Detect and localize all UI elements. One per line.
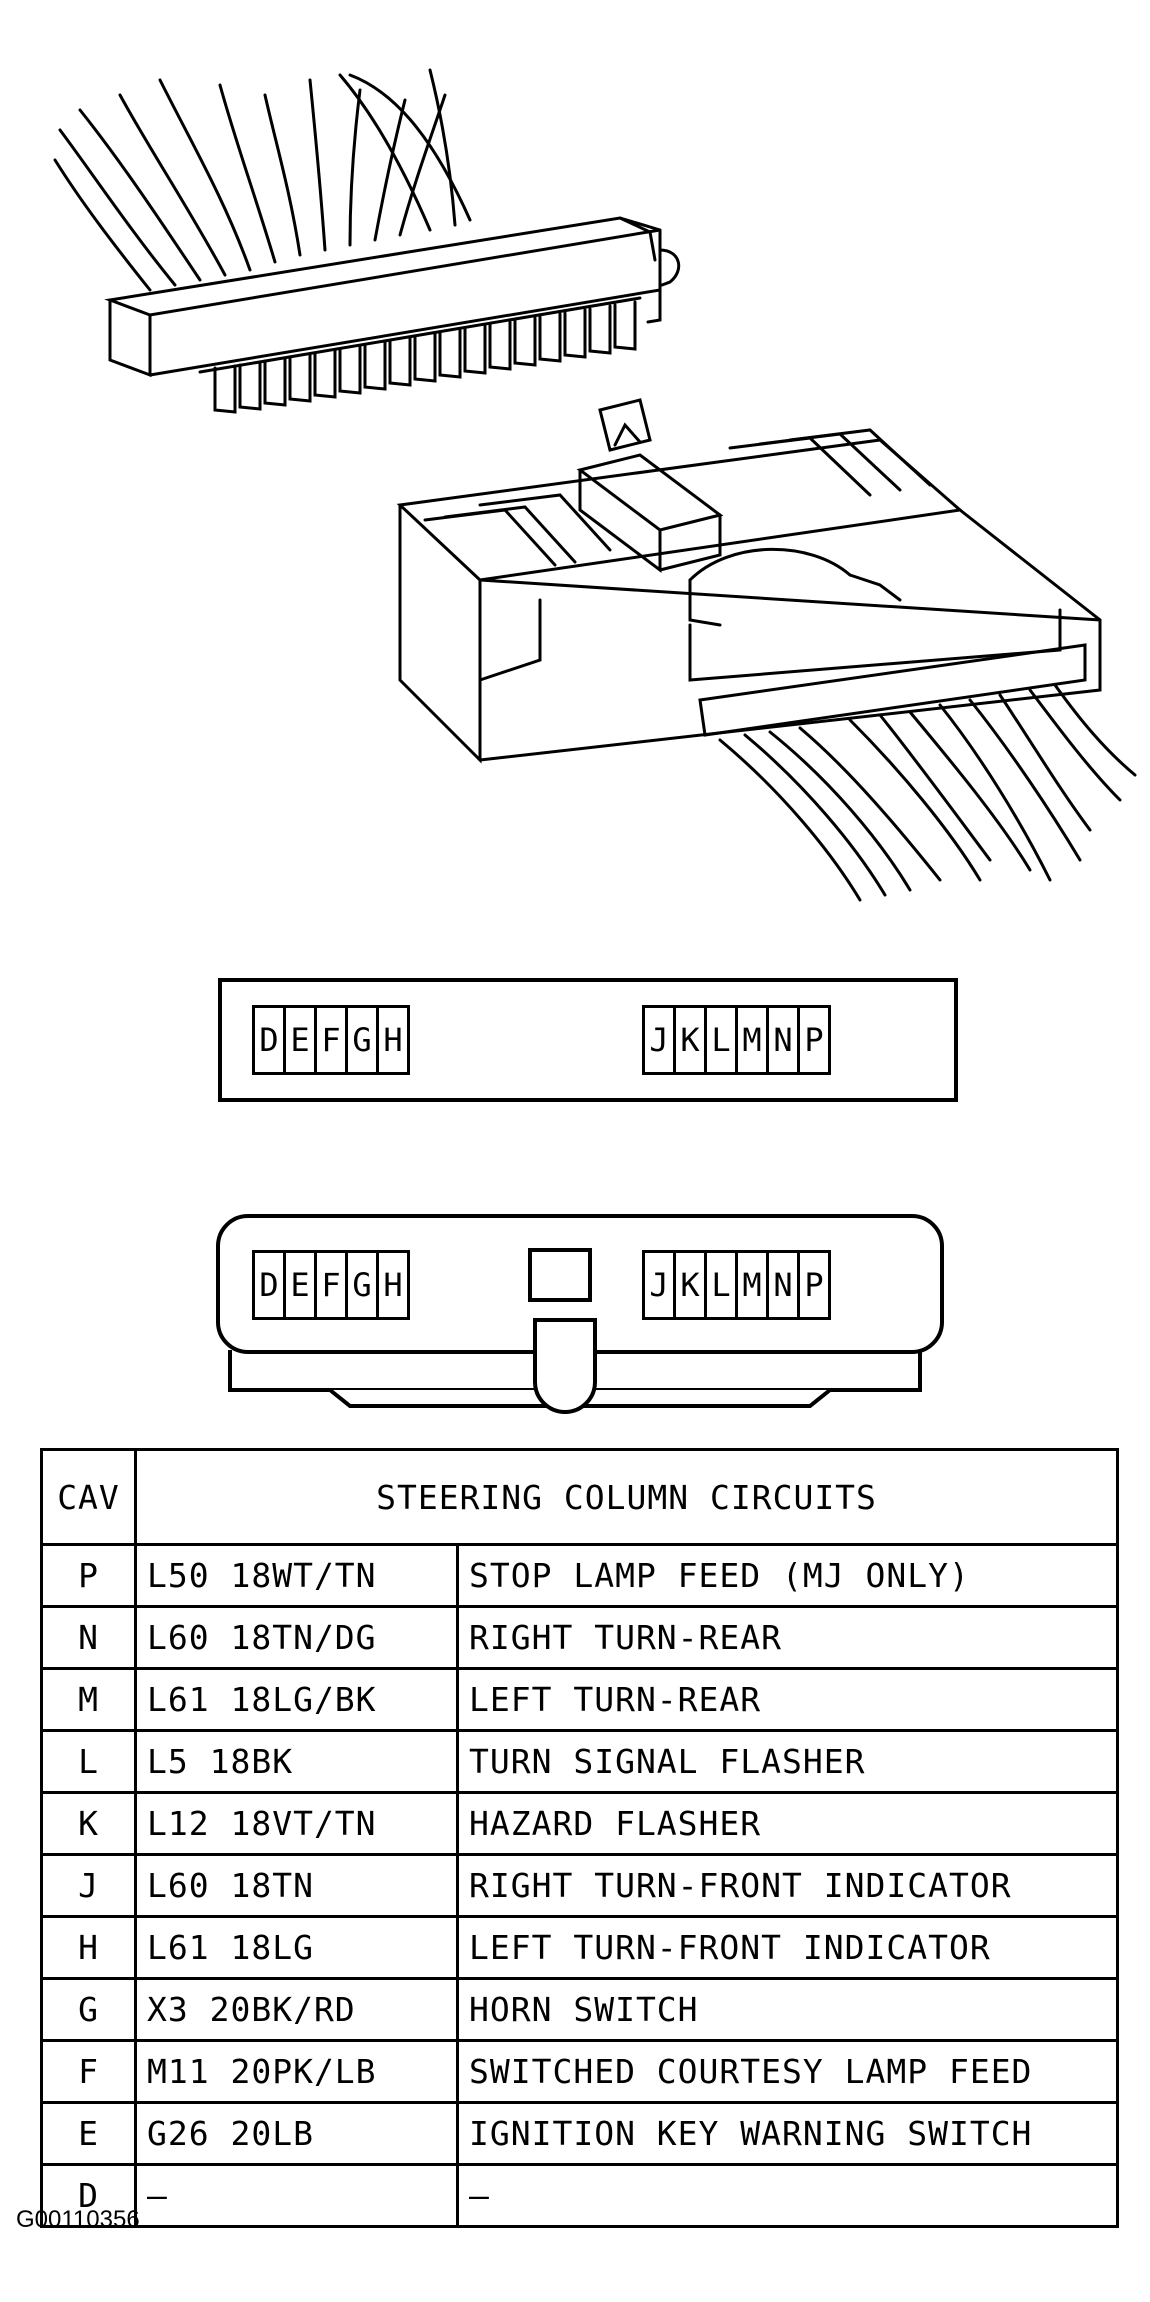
- circuit-cell: L61 18LG: [134, 1915, 459, 1980]
- cavity-label: M: [735, 1250, 769, 1320]
- description-cell: IGNITION KEY WARNING SWITCH: [455, 2101, 1120, 2166]
- cavity-label: K: [673, 1250, 707, 1320]
- cavity-label: M: [735, 1005, 769, 1075]
- description-cell: —: [455, 2163, 1120, 2228]
- circuits-column-header: STEERING COLUMN CIRCUITS: [133, 1448, 1120, 1546]
- cavity-label: L: [704, 1250, 738, 1320]
- table-row: M L61 18LG/BK LEFT TURN-REAR: [40, 1667, 1120, 1732]
- connector-illustration: [53, 68, 1137, 902]
- table-row: G X3 20BK/RD HORN SWITCH: [40, 1977, 1120, 2042]
- cavity-label: P: [797, 1005, 831, 1075]
- cav-column-header: CAV: [40, 1448, 137, 1546]
- circuit-cell: L5 18BK: [134, 1729, 459, 1794]
- circuit-cell: L60 18TN: [134, 1853, 459, 1918]
- description-cell: SWITCHED COURTESY LAMP FEED: [455, 2039, 1120, 2104]
- cavity-label: E: [283, 1005, 317, 1075]
- upper-connector-body: [104, 216, 681, 414]
- connector-b-left-cavities: D E F G H: [252, 1250, 410, 1320]
- figure-code: G00110356: [16, 2206, 140, 2233]
- connector-a-right-cavities: J K L M N P: [642, 1005, 831, 1075]
- cavity-label: N: [766, 1250, 800, 1320]
- cav-cell: L: [40, 1729, 137, 1794]
- table-header-row: CAV STEERING COLUMN CIRCUITS: [40, 1448, 1120, 1546]
- description-cell: HORN SWITCH: [455, 1977, 1120, 2042]
- cav-cell: F: [40, 2039, 137, 2104]
- connector-b-right-cavities: J K L M N P: [642, 1250, 831, 1320]
- cav-cell: E: [40, 2101, 137, 2166]
- table-row: H L61 18LG LEFT TURN-FRONT INDICATOR: [40, 1915, 1120, 1980]
- cavity-label: E: [283, 1250, 317, 1320]
- cavity-label: L: [704, 1005, 738, 1075]
- table-row: K L12 18VT/TN HAZARD FLASHER: [40, 1791, 1120, 1856]
- circuit-cell: L61 18LG/BK: [134, 1667, 459, 1732]
- circuit-cell: G26 20LB: [134, 2101, 459, 2166]
- lower-connector-wires: [718, 683, 1137, 902]
- cav-cell: G: [40, 1977, 137, 2042]
- cavity-label: D: [252, 1005, 286, 1075]
- cavity-label: P: [797, 1250, 831, 1320]
- upper-connector-wires: [53, 68, 472, 292]
- connector-a-left-cavities: D E F G H: [252, 1005, 410, 1075]
- description-cell: LEFT TURN-FRONT INDICATOR: [455, 1915, 1120, 1980]
- description-cell: RIGHT TURN-REAR: [455, 1605, 1120, 1670]
- cavity-label: J: [642, 1250, 676, 1320]
- table-row: F M11 20PK/LB SWITCHED COURTESY LAMP FEE…: [40, 2039, 1120, 2104]
- cavity-label: G: [345, 1250, 379, 1320]
- table-row: J L60 18TN RIGHT TURN-FRONT INDICATOR: [40, 1853, 1120, 1918]
- description-cell: TURN SIGNAL FLASHER: [455, 1729, 1120, 1794]
- cavity-label: D: [252, 1250, 286, 1320]
- circuit-cell: —: [134, 2163, 459, 2228]
- cav-cell: J: [40, 1853, 137, 1918]
- description-cell: RIGHT TURN-FRONT INDICATOR: [455, 1853, 1120, 1918]
- cavity-label: H: [376, 1250, 410, 1320]
- table-row: E G26 20LB IGNITION KEY WARNING SWITCH: [40, 2101, 1120, 2166]
- circuit-cell: L12 18VT/TN: [134, 1791, 459, 1856]
- table-row: N L60 18TN/DG RIGHT TURN-REAR: [40, 1605, 1120, 1670]
- table-row: D — —: [40, 2163, 1120, 2228]
- cav-cell: K: [40, 1791, 137, 1856]
- circuit-cell: L50 18WT/TN: [134, 1543, 459, 1608]
- description-cell: HAZARD FLASHER: [455, 1791, 1120, 1856]
- cavity-label: F: [314, 1005, 348, 1075]
- cavity-label: J: [642, 1005, 676, 1075]
- table-row: P L50 18WT/TN STOP LAMP FEED (MJ ONLY): [40, 1543, 1120, 1608]
- cav-cell: H: [40, 1915, 137, 1980]
- cavity-label: N: [766, 1005, 800, 1075]
- cavity-label: G: [345, 1005, 379, 1075]
- cavity-label: K: [673, 1005, 707, 1075]
- cavity-label: F: [314, 1250, 348, 1320]
- cav-cell: P: [40, 1543, 137, 1608]
- cav-cell: M: [40, 1667, 137, 1732]
- cav-cell: N: [40, 1605, 137, 1670]
- circuit-cell: L60 18TN/DG: [134, 1605, 459, 1670]
- circuit-cell: M11 20PK/LB: [134, 2039, 459, 2104]
- lower-connector-body: [396, 398, 1102, 764]
- cavity-label: H: [376, 1005, 410, 1075]
- description-cell: LEFT TURN-REAR: [455, 1667, 1120, 1732]
- cav-cell: D: [40, 2163, 137, 2228]
- description-cell: STOP LAMP FEED (MJ ONLY): [455, 1543, 1120, 1608]
- table-row: L L5 18BK TURN SIGNAL FLASHER: [40, 1729, 1120, 1794]
- circuit-cell: X3 20BK/RD: [134, 1977, 459, 2042]
- steering-column-circuits-table: CAV STEERING COLUMN CIRCUITS P L50 18WT/…: [40, 1448, 1120, 2228]
